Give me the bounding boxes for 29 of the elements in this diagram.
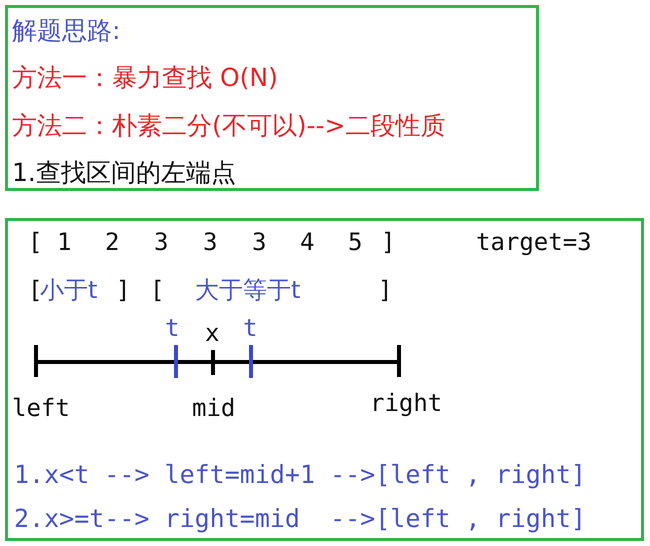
method-text: 方法一：暴力查找 O(N) [12,64,278,90]
position-label: mid [192,396,236,420]
range-bracket: ] [378,278,392,302]
step-text: 1.查找区间的左端点 [12,160,236,184]
array-value: 2 [105,230,120,254]
array-value: 1 [57,230,72,254]
range-label: 小于t [40,278,98,302]
position-label: left [12,396,70,420]
array-value: 4 [300,230,314,254]
rule-text: 2.x>=t--> right=mid -->[left , right] [14,506,586,530]
pointer-label: t [243,316,258,340]
array-bracket: [ [28,230,42,254]
pointer-label: t [165,316,180,340]
heading: 解题思路: [12,18,120,42]
range-label: 大于等于t [195,278,300,302]
range-bracket: ] [116,278,130,302]
pointer-label: x [205,321,220,345]
range-bracket: [ [150,278,164,302]
method-text: 方法二：朴素二分(不可以)-->二段性质 [12,112,446,138]
array-bracket: ] [381,230,396,254]
panel-box [5,5,539,191]
target-label: target=3 [476,230,592,254]
array-value: 3 [252,230,266,254]
array-value: 3 [154,230,168,254]
panel-box [5,218,644,541]
rule-text: 1.x<t --> left=mid+1 -->[left , right] [14,462,586,486]
array-value: 5 [348,230,362,254]
position-label: right [370,391,442,415]
array-value: 3 [203,230,218,254]
